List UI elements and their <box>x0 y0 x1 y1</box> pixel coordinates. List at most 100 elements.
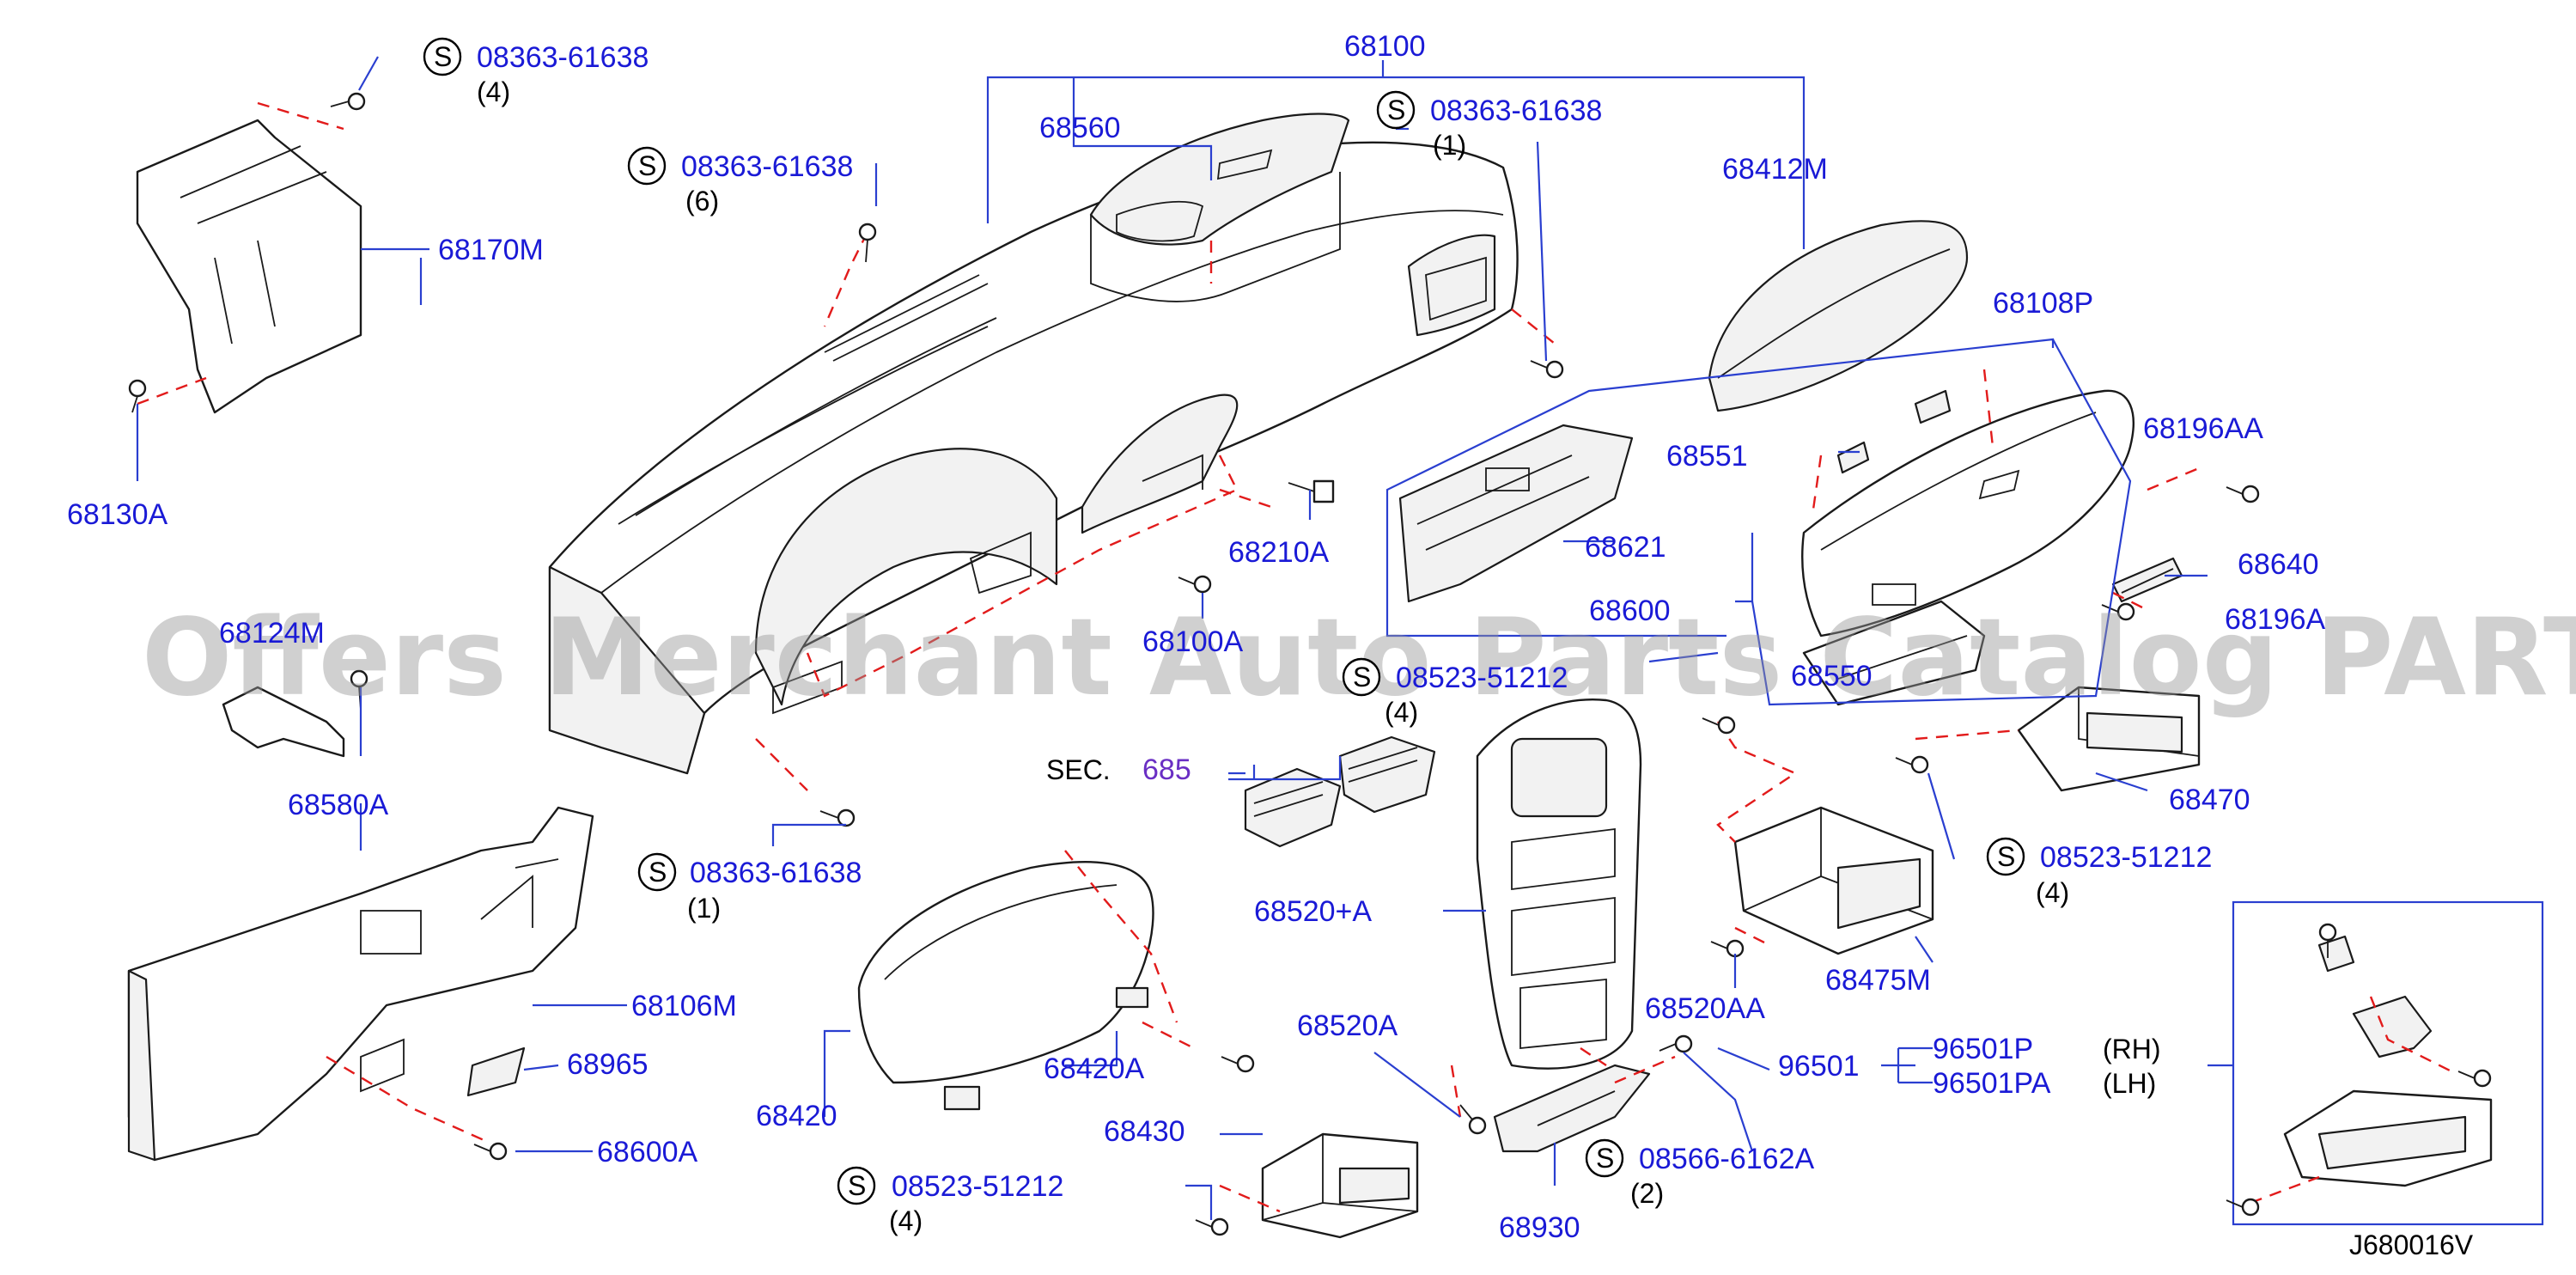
fasteners <box>128 92 2492 1236</box>
part-label-68170M[interactable]: 68170M <box>438 234 544 266</box>
screw-icon <box>858 223 877 263</box>
part-label-96501[interactable]: 96501 <box>1778 1050 1860 1083</box>
part-label-68965[interactable]: 68965 <box>567 1048 649 1081</box>
screw-callout[interactable]: S 08523-51212 (4) <box>837 1166 1063 1236</box>
screw-part-number: 08363-61638 <box>477 41 649 74</box>
part-label-68196A[interactable]: 68196A <box>2225 603 2326 636</box>
vents-685 <box>1244 735 1436 848</box>
part-label-68420[interactable]: 68420 <box>756 1100 837 1132</box>
part-label-68560[interactable]: 68560 <box>1039 112 1121 144</box>
part-label-68470[interactable]: 68470 <box>2169 784 2250 816</box>
side-label-rh: (RH) <box>2103 1034 2161 1065</box>
screw-part-number: 08523-51212 <box>892 1170 1063 1203</box>
diagram-code: J680016V <box>2349 1229 2474 1260</box>
part-label-68621[interactable]: 68621 <box>1585 531 1666 564</box>
plate-68965 <box>466 1046 526 1097</box>
section-ref-link[interactable]: 685 <box>1142 753 1191 786</box>
part-label-68124M[interactable]: 68124M <box>219 617 325 650</box>
part-label-96501P[interactable]: 96501P <box>1933 1033 2033 1065</box>
part-label-68106M[interactable]: 68106M <box>631 990 737 1022</box>
assembly-lines <box>137 101 2457 1213</box>
leader-lines <box>136 56 2233 1220</box>
part-label-68640[interactable]: 68640 <box>2238 548 2319 581</box>
part-label-68600[interactable]: 68600 <box>1589 595 1671 627</box>
screw-quantity: (2) <box>1630 1178 1664 1209</box>
screw-callout[interactable]: S 08566-6162A (2) <box>1585 1138 1815 1209</box>
part-label-68196AA[interactable]: 68196AA <box>2143 412 2263 445</box>
latch-68640 <box>2111 557 2183 603</box>
screw-part-number: 08363-61638 <box>681 150 853 183</box>
part-label-68520A[interactable]: 68520A <box>1297 1010 1398 1042</box>
screw-quantity: (1) <box>1433 130 1466 161</box>
part-label-68580A[interactable]: 68580A <box>288 789 389 821</box>
inset-detail-rh-lh <box>2232 900 2544 1226</box>
screw-icon <box>2226 1198 2260 1217</box>
screw-callout[interactable]: S 08523-51212 (4) <box>1986 837 2212 908</box>
part-label-68600A[interactable]: 68600A <box>597 1136 698 1168</box>
storage-box-68430 <box>1261 1132 1419 1239</box>
screw-symbol: S <box>649 857 667 888</box>
instrument-panel-68100 <box>548 141 1519 775</box>
part-label-68551[interactable]: 68551 <box>1666 440 1748 473</box>
screw-quantity: (1) <box>687 893 721 924</box>
part-label-68210A[interactable]: 68210A <box>1228 536 1330 569</box>
part-label-68475M[interactable]: 68475M <box>1825 964 1931 997</box>
screw-symbol: S <box>1387 95 1405 125</box>
screw-part-number: 08523-51212 <box>1396 662 1568 694</box>
part-label-68520AA[interactable]: 68520AA <box>1645 992 1765 1025</box>
part-label-68108P[interactable]: 68108P <box>1993 287 2093 320</box>
screw-icon <box>1702 716 1736 735</box>
screw-quantity: (4) <box>889 1205 923 1236</box>
lid-68621 <box>1398 424 1634 603</box>
screw-symbol: S <box>1596 1143 1614 1174</box>
side-label-lh: (LH) <box>2103 1068 2156 1099</box>
lower-panel-68106M <box>127 806 594 1162</box>
screw-icon <box>1459 1104 1487 1135</box>
screw-part-number: 08363-61638 <box>690 857 862 889</box>
screw-part-number: 08566-6162A <box>1639 1143 1815 1175</box>
bracket-68170M <box>136 119 362 414</box>
part-label-68430[interactable]: 68430 <box>1104 1115 1185 1148</box>
part-label-68550[interactable]: 68550 <box>1791 660 1873 692</box>
part-label-68930[interactable]: 68930 <box>1499 1211 1580 1244</box>
screw-icon <box>473 1142 508 1161</box>
screw-callout[interactable]: S 08363-61638 (6) <box>627 146 853 217</box>
part-label-68100A[interactable]: 68100A <box>1142 625 1244 658</box>
screw-callout[interactable]: S 08363-61638 (1) <box>1376 90 1602 161</box>
screw-callout[interactable]: S 08363-61638 (1) <box>637 852 862 924</box>
screw-icon <box>128 379 147 413</box>
part-label-68130A[interactable]: 68130A <box>67 498 168 531</box>
center-bezel-68520 <box>1476 699 1642 1070</box>
glove-box-68108P <box>1801 389 2134 638</box>
screw-icon <box>1195 1217 1229 1236</box>
section-ref-prefix: SEC. <box>1046 754 1111 785</box>
screw-symbol: S <box>434 41 452 72</box>
screw-icon <box>2457 1069 2492 1088</box>
trim-68930 <box>1493 1064 1651 1153</box>
screw-icon <box>2318 923 2337 958</box>
part-label-96501PA[interactable]: 96501PA <box>1933 1067 2051 1100</box>
screw-icon <box>1659 1034 1693 1053</box>
ashtray-68470 <box>2017 686 2201 792</box>
screw-part-number: 08523-51212 <box>2040 841 2212 874</box>
screw-quantity: (4) <box>477 76 510 107</box>
screw-icon <box>1221 1054 1255 1073</box>
screw-callout[interactable]: S 08523-51212 (4) <box>1342 657 1568 728</box>
screw-callout[interactable]: S 08363-61638 (4) <box>423 37 649 107</box>
screw-icon <box>1530 360 1564 379</box>
screw-icon <box>819 808 856 827</box>
part-label-68520-plus-A[interactable]: 68520+A <box>1254 895 1372 928</box>
screw-icon <box>1895 755 1929 774</box>
part-label-68100[interactable]: 68100 <box>1344 30 1426 63</box>
watermark: Offers Merchant Auto Parts Catalog PARTS… <box>142 596 2576 720</box>
part-label-68412M[interactable]: 68412M <box>1722 153 1828 186</box>
box-68550 <box>1802 600 1986 706</box>
screw-part-number: 08363-61638 <box>1430 95 1602 127</box>
screw-quantity: (4) <box>1385 697 1418 728</box>
screw-symbol: S <box>848 1170 866 1201</box>
screw-icon <box>1178 575 1212 594</box>
screw-quantity: (6) <box>685 186 719 217</box>
stopper-68551 <box>1836 389 1952 474</box>
cover-68412M <box>1708 220 1969 412</box>
part-label-68420A[interactable]: 68420A <box>1044 1052 1145 1085</box>
